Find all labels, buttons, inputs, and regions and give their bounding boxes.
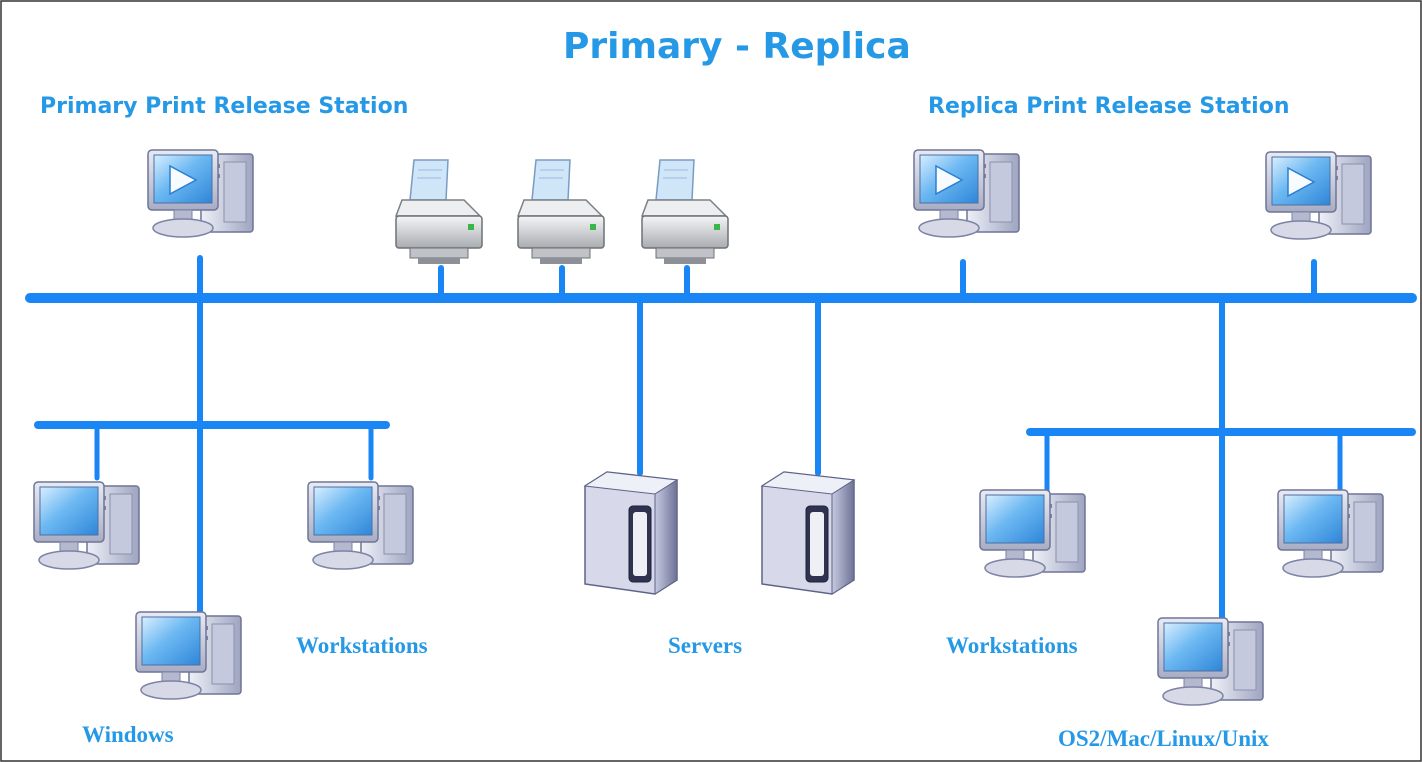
replica-station-computer-icon-2: [1266, 152, 1371, 239]
os-other-label: OS2/Mac/Linux/Unix: [1058, 726, 1269, 751]
workstation-computer-icon: [1277, 489, 1384, 578]
windows-label: Windows: [82, 722, 174, 747]
replica-station-label: Replica Print Release Station: [928, 94, 1290, 119]
printer-icon: [395, 159, 483, 265]
primary-station-label: Primary Print Release Station: [40, 94, 409, 119]
workstations-right-label: Workstations: [946, 633, 1078, 658]
printer-icon: [641, 159, 729, 265]
workstation-computer-icon: [135, 611, 242, 700]
workstation-computer-icon: [307, 481, 414, 570]
workstation-computer-icon: [33, 481, 140, 570]
workstation-computer-icon: [979, 489, 1086, 578]
replica-station-computer-icon-1: [914, 150, 1019, 237]
servers-label: Servers: [668, 633, 743, 658]
network-lines: [25, 255, 1417, 621]
server-tower-icon: [584, 471, 678, 595]
diagram-title: Primary - Replica: [563, 26, 911, 67]
printer-icon: [517, 159, 605, 265]
server-tower-icon: [761, 471, 855, 595]
workstations-left-label: Workstations: [296, 633, 428, 658]
primary-station-computer-icon: [148, 150, 253, 237]
workstation-computer-icon: [1157, 617, 1264, 706]
